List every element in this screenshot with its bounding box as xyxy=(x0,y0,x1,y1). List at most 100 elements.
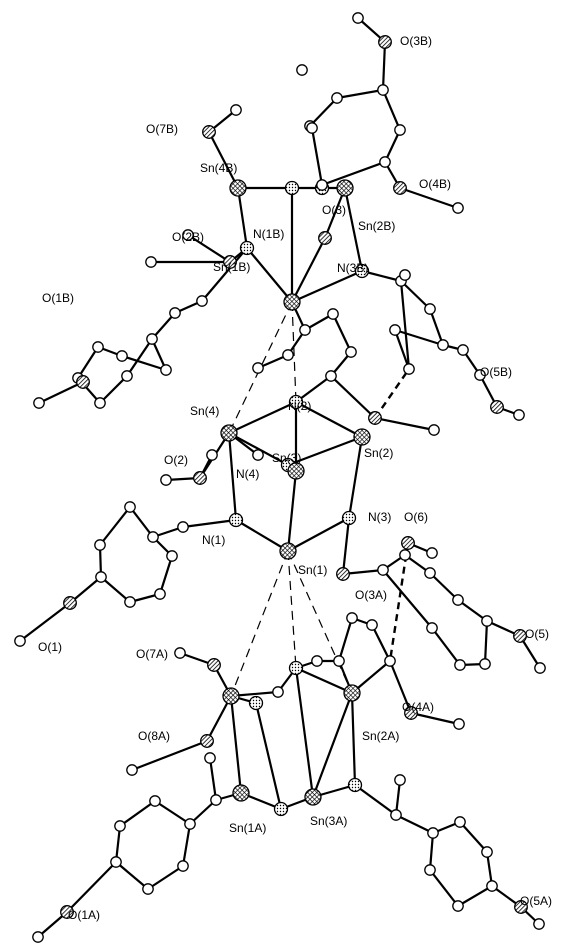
bond-line xyxy=(409,711,461,726)
bond-line xyxy=(98,374,129,405)
bond-line xyxy=(337,616,354,663)
nitrogen-atom xyxy=(347,777,363,793)
bond-line xyxy=(310,126,324,187)
nitrogen-atom xyxy=(288,394,304,410)
label-n3: N(3) xyxy=(368,510,391,524)
bond-line xyxy=(428,307,445,347)
carbon-atom xyxy=(325,370,337,382)
tin-atom xyxy=(222,687,240,705)
bond-line xyxy=(208,756,218,802)
carbon-atom xyxy=(311,655,323,667)
bond-line xyxy=(381,568,434,630)
bond-line xyxy=(234,518,290,553)
bond-line xyxy=(128,505,155,539)
nitrogen-atom xyxy=(239,240,255,256)
carbon-atom xyxy=(121,370,133,382)
carbon-atom xyxy=(452,594,464,606)
bond-line xyxy=(181,518,238,529)
label-n3b: N(3B) xyxy=(337,261,368,275)
carbon-atom xyxy=(174,647,186,659)
interaction-dashed-line xyxy=(230,550,289,697)
bond-line xyxy=(294,400,364,439)
oxygen-atom xyxy=(202,125,216,139)
carbon-atom xyxy=(424,864,436,876)
carbon-atom xyxy=(426,622,438,634)
carbon-atom xyxy=(92,341,104,353)
label-sn4: Sn(4) xyxy=(190,404,219,418)
oxygen-atom xyxy=(404,706,418,720)
label-o2: O(2) xyxy=(164,453,188,467)
bond-line xyxy=(308,96,339,128)
bond-line xyxy=(207,130,240,190)
bond-line xyxy=(399,279,432,311)
carbon-atom xyxy=(32,931,44,943)
carbon-atom xyxy=(154,588,166,600)
carbon-atom xyxy=(399,269,411,281)
bond-line xyxy=(341,516,351,576)
label-o3a: O(3A) xyxy=(355,588,387,602)
label-n1: N(1) xyxy=(202,533,225,547)
carbon-atom xyxy=(389,324,401,336)
oxygen-atom xyxy=(60,905,74,919)
tin-atom xyxy=(279,542,297,560)
bond-line xyxy=(114,824,122,864)
bond-line xyxy=(125,337,154,378)
oxygen-atom xyxy=(207,658,221,672)
carbon-atom xyxy=(142,883,154,895)
tin-atom xyxy=(229,179,247,197)
oxygen-atom xyxy=(401,536,415,550)
carbon-atom xyxy=(149,795,161,807)
bond-line xyxy=(229,694,243,795)
bond-line xyxy=(458,820,489,854)
oxygen-atom xyxy=(318,231,332,245)
carbon-atom xyxy=(110,856,122,868)
bond-line xyxy=(331,312,353,354)
carbon-atom xyxy=(474,369,486,381)
nitrogen-atom xyxy=(354,263,370,279)
carbon-atom xyxy=(160,474,172,486)
bond-line xyxy=(381,88,402,132)
nitrogen-atom xyxy=(273,801,289,817)
bond-line xyxy=(118,799,157,828)
carbon-atom xyxy=(182,229,194,241)
bond-line xyxy=(227,400,298,435)
nitrogen-atom xyxy=(284,180,300,196)
label-o3: O(3) xyxy=(322,203,346,217)
carbon-atom xyxy=(184,818,196,830)
label-sn3: Sn(3) xyxy=(272,451,301,465)
label-o2b: O(2B) xyxy=(172,230,204,244)
carbon-atom xyxy=(33,397,45,409)
tin-atom xyxy=(353,428,371,446)
carbon-atom xyxy=(403,363,415,375)
label-o5a: O(5A) xyxy=(520,894,552,908)
bond-line xyxy=(153,799,192,826)
label-o1b: O(1B) xyxy=(42,291,74,305)
bond-line xyxy=(393,328,411,371)
carbon-atom xyxy=(394,124,406,136)
carbon-atom xyxy=(206,449,218,461)
carbon-atom xyxy=(345,346,357,358)
carbon-atom xyxy=(169,307,181,319)
oxygen-atom xyxy=(76,375,90,389)
oxygen-atom xyxy=(336,567,350,581)
label-sn4b: Sn(4B) xyxy=(200,161,237,175)
bond-line xyxy=(394,813,435,835)
oxygen-atom xyxy=(368,411,382,425)
carbon-atom xyxy=(479,658,491,670)
interaction-dashed-line xyxy=(228,301,293,434)
tin-atom xyxy=(336,179,354,197)
carbon-atom xyxy=(160,364,172,376)
bond-line xyxy=(188,798,218,826)
carbon-atom xyxy=(452,900,464,912)
tin-atom xyxy=(343,684,361,702)
bond-line xyxy=(456,598,489,623)
bond-line xyxy=(399,279,411,371)
bond-line xyxy=(37,380,85,405)
bond-line xyxy=(146,864,185,891)
oxygen-atom xyxy=(63,596,77,610)
carbon-atom xyxy=(366,619,378,631)
label-sn1b: Sn(1B) xyxy=(213,260,250,274)
carbon-atom xyxy=(384,655,396,667)
bond-line xyxy=(311,691,354,799)
carbon-atom xyxy=(327,308,339,320)
